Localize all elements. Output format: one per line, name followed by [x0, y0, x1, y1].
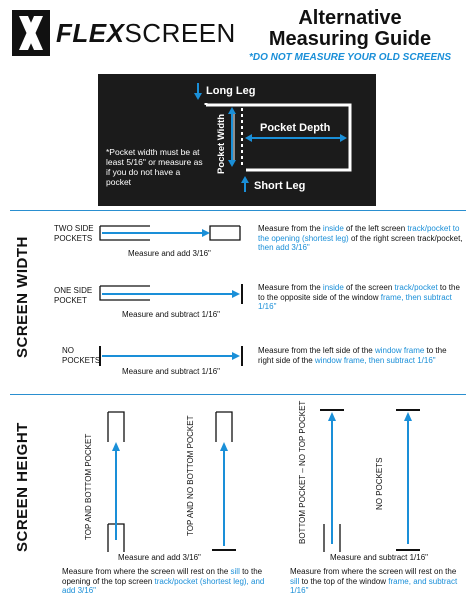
width-diagrams	[99, 225, 243, 366]
brand-bold: FLEX	[56, 18, 125, 48]
vlabel-top-no-bottom: TOP AND NO BOTTOM POCKET	[186, 415, 195, 536]
divider-middle	[10, 394, 466, 395]
vlabel-bottom-no-top: BOTTOM POCKET – NO TOP POCKET	[298, 400, 307, 544]
section-screen-height: SCREEN HEIGHT	[14, 422, 31, 552]
pocket-width-label: Pocket Width	[216, 113, 227, 174]
pocket-depth-label: Pocket Depth	[260, 122, 331, 134]
row-caption-one-side: Measure and subtract 1/16"	[122, 310, 221, 319]
height-desc-right: Measure from where the screen will rest …	[290, 567, 458, 595]
row-label-no-pockets: NO POCKETS	[62, 346, 101, 365]
title-line1: Alternative	[298, 7, 402, 29]
row-desc-no-pockets: Measure from the left side of the window…	[258, 346, 447, 365]
row-caption-no-pockets: Measure and subtract 1/16"	[122, 367, 221, 376]
row-desc-one-side: Measure from the inside of the screen tr…	[258, 283, 460, 311]
height-desc-left: Measure from where the screen will rest …	[62, 567, 265, 595]
logo-x-icon	[12, 10, 50, 56]
title-line2: Measuring Guide	[268, 28, 432, 50]
row-label-one-side: ONE SIDE POCKET	[54, 286, 93, 305]
divider-top	[10, 210, 466, 211]
pocket-footnote: *Pocket width must be at least 5/16" or …	[106, 147, 203, 187]
row-label-two-side: TWO SIDE POCKETS	[54, 224, 94, 243]
vlabel-top-and-bottom: TOP AND BOTTOM POCKET	[84, 433, 93, 540]
height-caption-right: Measure and subtract 1/16"	[330, 553, 429, 562]
brand-light: SCREEN	[124, 18, 236, 48]
row-desc-two-side: Measure from the inside of the left scre…	[258, 224, 463, 252]
pocket-diagram: Long Leg Short Leg Pocket Depth Pocket W…	[98, 74, 376, 206]
height-caption-left: Measure and add 3/16"	[118, 553, 201, 562]
warning-note: *DO NOT MEASURE YOUR OLD SCREENS	[248, 52, 452, 63]
section-screen-width: SCREEN WIDTH	[14, 236, 31, 358]
vlabel-no-pockets: NO POCKETS	[375, 457, 384, 510]
long-leg-label: Long Leg	[206, 85, 256, 97]
height-diagrams	[107, 409, 420, 552]
row-caption-two-side: Measure and add 3/16"	[128, 249, 211, 258]
page-title: Alternative Measuring Guide	[240, 8, 460, 50]
brand-name: FLEXSCREEN	[56, 18, 236, 49]
short-leg-label: Short Leg	[254, 180, 306, 192]
pocket-diagram-graphic	[194, 83, 352, 192]
logo	[12, 10, 50, 56]
